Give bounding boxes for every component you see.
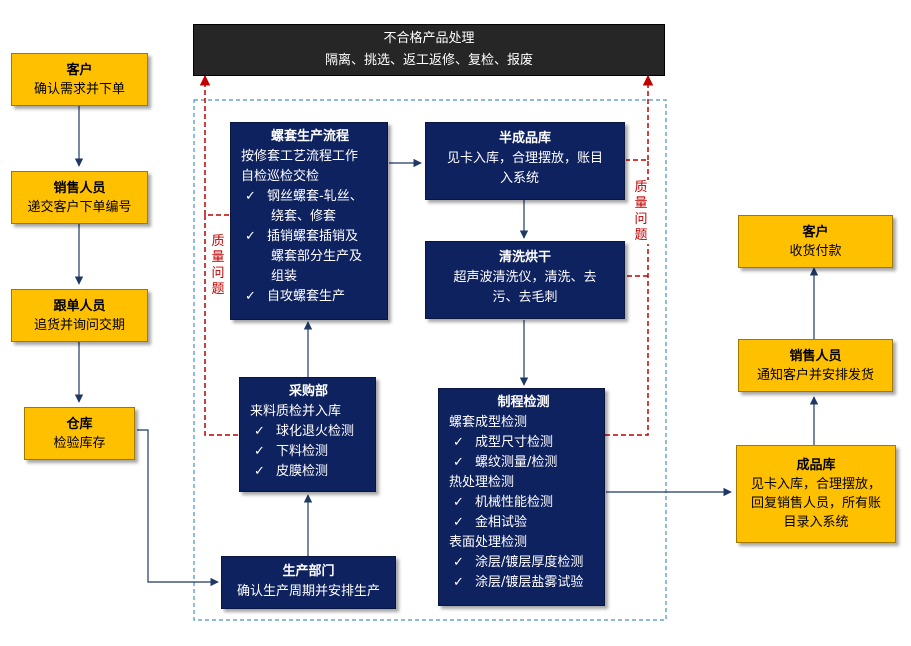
checkmark-icon: ✓	[453, 515, 464, 530]
box-title: 生产部门	[282, 564, 335, 579]
check-item: ✓金相试验	[449, 513, 598, 533]
box-title: 清洗烘干	[498, 250, 551, 265]
box-text: 入系统	[500, 171, 540, 186]
checkmark-icon: ✓	[453, 575, 464, 590]
check-item: ✓涂层/镀层厚度检测	[449, 553, 598, 573]
inspection-heading: 螺套成型检测	[449, 415, 528, 430]
check-item: ✓下料检测	[250, 442, 367, 462]
finished-goods-box: 成品库 见卡入库，合理摆放， 回复销售人员，所有账 目录入系统	[736, 445, 896, 543]
check-item: ✓螺纹测量/检测	[449, 453, 598, 473]
box-title: 制程检测	[497, 395, 550, 410]
sales-order-box: 销售人员 递交客户下单编号	[11, 171, 148, 224]
inspection-heading: 表面处理检测	[449, 535, 528, 550]
box-text: 回复销售人员，所有账	[750, 496, 881, 511]
box-title: 跟单人员	[53, 298, 106, 314]
quality-loop-left	[204, 214, 238, 436]
checkmark-icon: ✓	[453, 555, 464, 570]
box-text: 收货付款	[789, 243, 842, 259]
check-item: ✓球化退火检测	[250, 422, 367, 442]
process-line: 自检巡检交检	[241, 169, 320, 184]
sleeve-production-box: 螺套生产流程 按修套工艺流程工作 自检巡检交检 ✓钢丝螺套-轧丝、 绕套、修套 …	[230, 122, 388, 320]
box-title: 采购部	[288, 384, 328, 399]
nonconforming-product-box: 不合格产品处理 隔离、挑选、返工返修、复检、报废	[193, 24, 665, 76]
box-text: 确认需求并下单	[33, 81, 125, 97]
customer-receive-box: 客户 收货付款	[738, 215, 893, 268]
box-text: 见卡入库，合理摆放，	[750, 477, 881, 492]
box-title: 半成品库	[498, 131, 551, 146]
check-item: ✓机械性能检测	[449, 493, 598, 513]
sales-delivery-box: 销售人员 通知客户并安排发货	[738, 339, 893, 392]
box-text: 追货并询问交期	[33, 317, 125, 333]
nonconforming-actions: 隔离、挑选、返工返修、复检、报废	[324, 53, 533, 68]
nonconforming-title: 不合格产品处理	[383, 31, 475, 46]
warehouse-box: 仓库 检验库存	[24, 407, 135, 460]
box-text: 见卡入库，合理摆放，账目	[446, 151, 603, 166]
checkmark-icon: ✓	[245, 289, 256, 304]
check-item: ✓成型尺寸检测	[449, 433, 598, 453]
semi-finished-box: 半成品库 见卡入库，合理摆放，账目 入系统	[425, 122, 625, 200]
purchasing-box: 采购部 来料质检并入库 ✓球化退火检测 ✓下料检测 ✓皮膜检测	[239, 377, 376, 492]
quality-issue-label-right: 质 量 问 题	[633, 180, 649, 244]
check-item: ✓皮膜检测	[250, 462, 367, 482]
box-text: 通知客户并安排发货	[756, 367, 874, 383]
checkmark-icon: ✓	[254, 444, 265, 459]
checkmark-icon: ✓	[245, 229, 256, 244]
quality-issue-label-left: 质 量 问 题	[210, 234, 226, 298]
box-text: 检验库存	[53, 435, 106, 451]
check-item: ✓钢丝螺套-轧丝、	[241, 187, 379, 207]
check-item: ✓自攻螺套生产	[241, 287, 379, 307]
box-title: 客户	[66, 62, 93, 78]
check-item: ✓插销螺套插销及	[241, 227, 379, 247]
purchasing-intro: 来料质检并入库	[250, 404, 342, 419]
box-title: 仓库	[66, 416, 93, 432]
quality-loop-right	[605, 159, 649, 436]
cleaning-box: 清洗烘干 超声波清洗仪，清洗、去 污、去毛刺	[425, 241, 625, 319]
check-item-cont: 组装	[271, 269, 298, 284]
box-title: 螺套生产流程	[270, 129, 349, 144]
check-item-cont: 螺套部分生产及	[271, 249, 363, 264]
process-inspection-box: 制程检测 螺套成型检测 ✓成型尺寸检测 ✓螺纹测量/检测 热处理检测 ✓机械性能…	[438, 388, 605, 606]
inspection-heading: 热处理检测	[449, 475, 515, 490]
checkmark-icon: ✓	[254, 424, 265, 439]
checkmark-icon: ✓	[453, 435, 464, 450]
box-title: 销售人员	[53, 180, 106, 196]
box-text: 污、去毛刺	[492, 290, 558, 305]
box-text: 目录入系统	[783, 515, 849, 530]
checkmark-icon: ✓	[453, 495, 464, 510]
process-line: 按修套工艺流程工作	[241, 149, 359, 164]
checkmark-icon: ✓	[453, 455, 464, 470]
follow-up-box: 跟单人员 追货并询问交期	[11, 289, 148, 342]
production-dept-box: 生产部门 确认生产周期并安排生产	[221, 556, 396, 609]
checkmark-icon: ✓	[245, 189, 256, 204]
box-title: 销售人员	[789, 348, 842, 364]
checkmark-icon: ✓	[254, 464, 265, 479]
customer-order-box: 客户 确认需求并下单	[11, 53, 148, 106]
box-title: 客户	[802, 224, 829, 240]
check-item: ✓涂层/镀层盐雾试验	[449, 573, 598, 593]
box-title: 成品库	[796, 458, 836, 473]
box-text: 递交客户下单编号	[27, 199, 132, 215]
check-item-cont: 绕套、修套	[271, 209, 337, 224]
arrow-warehouse-to-production	[137, 429, 219, 587]
box-text: 确认生产周期并安排生产	[236, 584, 380, 599]
production-area-border	[193, 99, 667, 621]
box-text: 超声波清洗仪，清洗、去	[453, 270, 597, 285]
